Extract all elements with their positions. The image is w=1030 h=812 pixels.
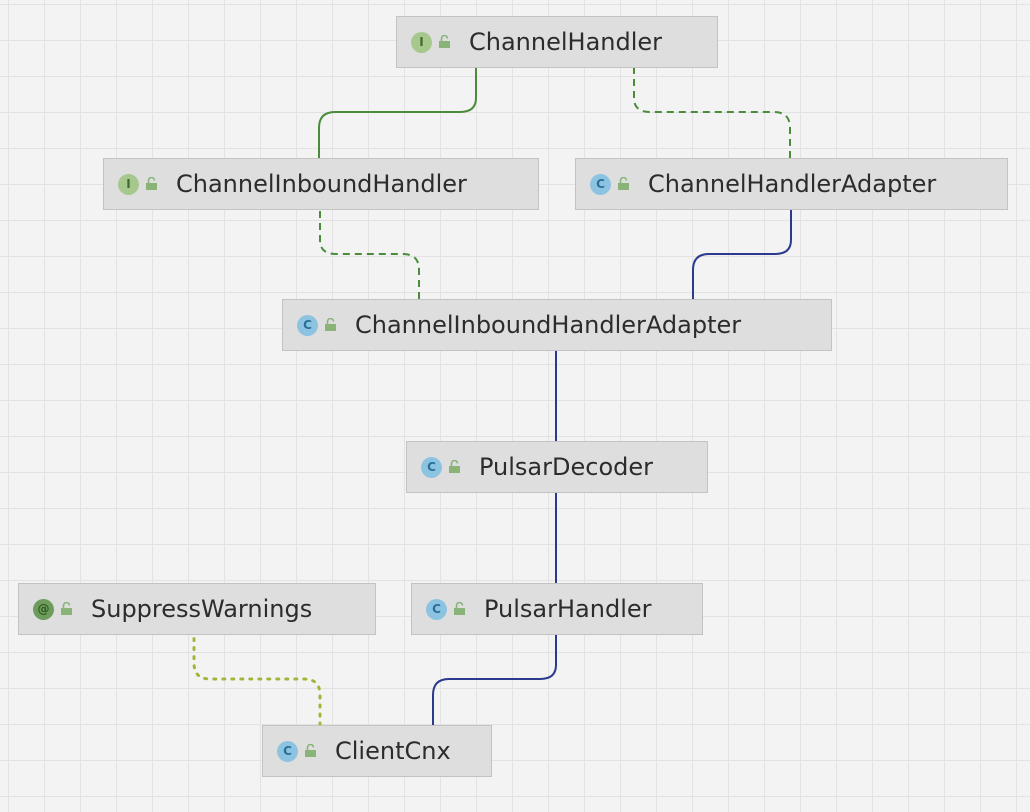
class-icon: C — [426, 598, 447, 620]
node-suppress-warnings[interactable]: @ SuppressWarnings — [18, 583, 376, 635]
lock-icon — [146, 177, 157, 190]
node-label: ChannelInboundHandlerAdapter — [355, 311, 742, 339]
node-label: PulsarHandler — [484, 595, 652, 623]
node-label: PulsarDecoder — [479, 453, 653, 481]
node-channel-handler-adapter[interactable]: C ChannelHandlerAdapter — [575, 158, 1008, 210]
node-client-cnx[interactable]: C ClientCnx — [262, 725, 492, 777]
interface-icon: I — [118, 173, 139, 195]
node-pulsar-handler[interactable]: C PulsarHandler — [411, 583, 703, 635]
node-label: ChannelHandlerAdapter — [648, 170, 937, 198]
class-icon: C — [421, 456, 442, 478]
annotation-icon: @ — [33, 598, 54, 620]
edge-ChannelHandlerAdapter-to-ChannelHandler — [633, 68, 791, 158]
interface-icon: I — [411, 31, 432, 53]
class-icon: C — [277, 740, 298, 762]
edge-ClientCnx-to-PulsarHandler — [432, 635, 557, 725]
node-pulsar-decoder[interactable]: C PulsarDecoder — [406, 441, 708, 493]
edge-ChannelInboundHandlerAdapter-to-ChannelInboundHandler — [319, 210, 420, 299]
lock-icon — [325, 318, 336, 331]
lock-icon — [618, 177, 629, 190]
lock-icon — [61, 602, 72, 615]
class-icon: C — [590, 173, 611, 195]
edge-ChannelInboundHandler-to-ChannelHandler — [318, 68, 477, 158]
node-label: ClientCnx — [335, 737, 451, 765]
lock-icon — [454, 602, 465, 615]
lock-icon — [305, 744, 316, 757]
class-icon: C — [297, 314, 318, 336]
node-label: SuppressWarnings — [91, 595, 313, 623]
node-channel-inbound-handler-adapter[interactable]: C ChannelInboundHandlerAdapter — [282, 299, 832, 351]
node-label: ChannelHandler — [469, 28, 663, 56]
lock-icon — [449, 460, 460, 473]
edge-ChannelInboundHandlerAdapter-to-ChannelHandlerAdapter — [692, 210, 792, 299]
node-channel-handler[interactable]: I ChannelHandler — [396, 16, 718, 68]
node-label: ChannelInboundHandler — [176, 170, 467, 198]
edge-ClientCnx-to-SuppressWarnings — [192, 633, 322, 727]
node-channel-inbound-handler[interactable]: I ChannelInboundHandler — [103, 158, 539, 210]
lock-icon — [439, 35, 450, 48]
